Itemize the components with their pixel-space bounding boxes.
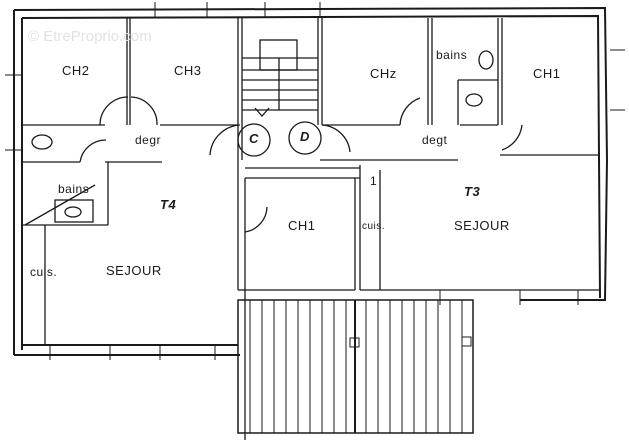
kitchen-mark: 1: [370, 174, 378, 188]
room-label-t4-ch2: CH2: [62, 63, 90, 78]
t4-walls: [22, 18, 246, 440]
unit-label-t3: T3: [464, 184, 481, 199]
room-label-t4-degr: degr: [135, 133, 162, 147]
stairwell: [209, 18, 360, 179]
room-label-t3-cuis: cuis.: [362, 221, 386, 232]
room-label-t4-sejour: SEJOUR: [106, 263, 162, 278]
terrace: [237, 299, 474, 434]
t4-ch1-walls: [244, 178, 356, 291]
outer-walls: [13, 6, 609, 356]
t3-walls: [79, 18, 600, 291]
stair-circle-c: C: [249, 131, 259, 146]
room-label-t4-ch3: CH3: [174, 63, 202, 78]
room-label-t3-ch2: CHz: [370, 66, 397, 81]
room-label-t3-bains: bains: [436, 48, 468, 62]
watermark: © EtreProprio.com: [28, 28, 152, 45]
room-label-t4-cuis: cuis.: [30, 265, 58, 279]
room-label-t3-degt: degt: [422, 133, 448, 147]
fixtures: [24, 50, 494, 226]
windows: [5, 2, 625, 360]
room-label-t4-ch1: CH1: [288, 218, 316, 233]
stair-circle-d: D: [300, 129, 310, 144]
unit-label-t4: T4: [160, 197, 177, 212]
room-label-t3-sejour: SEJOUR: [454, 218, 510, 233]
room-label-t4-bains: bains: [58, 182, 90, 196]
room-label-t3-ch1: CH1: [533, 66, 561, 81]
